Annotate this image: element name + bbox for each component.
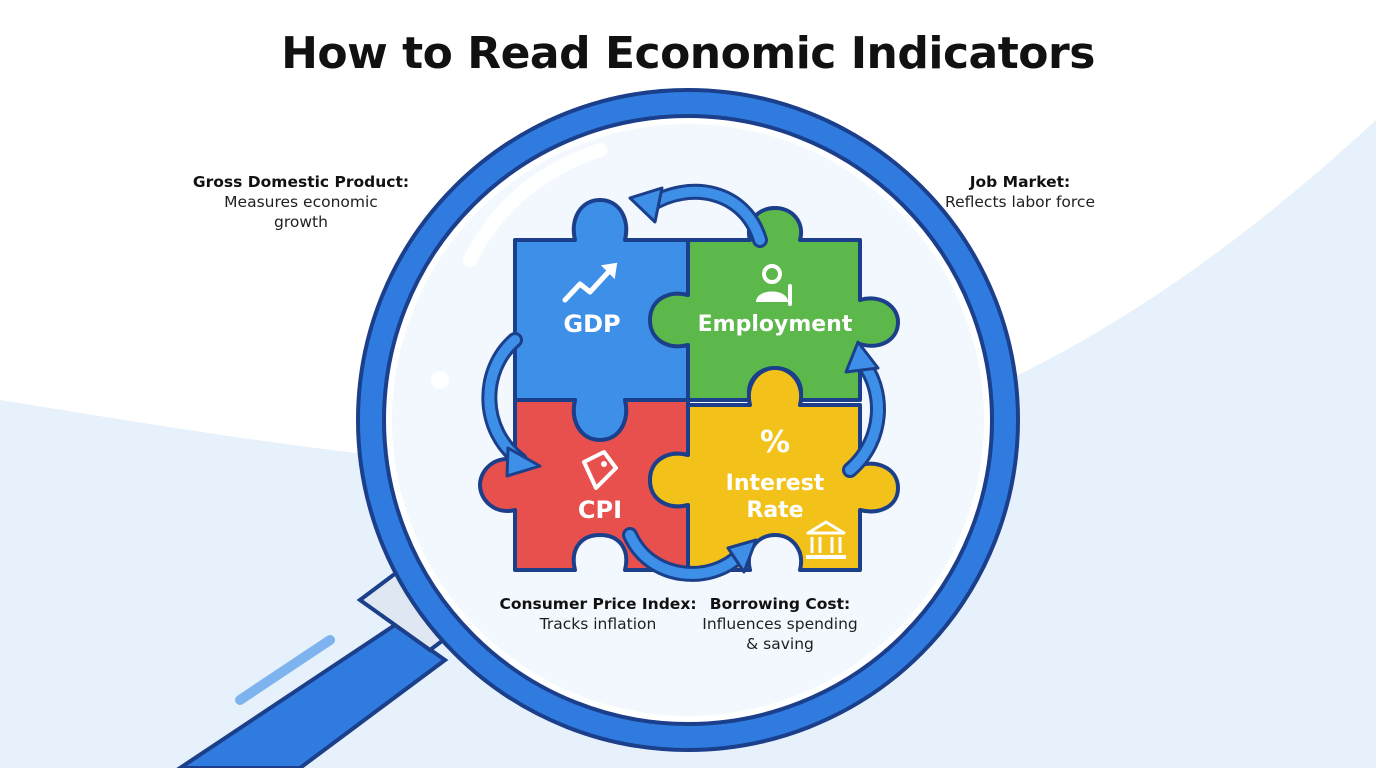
page-title: How to Read Economic Indicators bbox=[281, 28, 1095, 79]
caption-cpi-line1: Tracks inflation bbox=[539, 615, 657, 633]
arrowhead-interest-to-employment bbox=[844, 340, 880, 374]
caption-job-heading: Job Market: bbox=[969, 173, 1071, 191]
cycle-arrows bbox=[481, 183, 886, 582]
arrowhead-cpi-to-interest bbox=[726, 538, 758, 574]
caption-gdp: Gross Domestic Product: Measures economi… bbox=[186, 172, 416, 232]
caption-borrow-heading: Borrowing Cost: bbox=[709, 595, 851, 613]
piece-label-employment: Employment bbox=[698, 312, 853, 337]
arrowhead-employment-to-gdp bbox=[628, 186, 664, 224]
caption-cpi: Consumer Price Index: Tracks inflation bbox=[498, 594, 698, 634]
trend-up-icon bbox=[562, 265, 615, 303]
caption-borrow-line2: & saving bbox=[746, 635, 814, 653]
caption-borrowing-cost: Borrowing Cost: Influences spending & sa… bbox=[690, 594, 870, 654]
caption-borrow-line1: Influences spending bbox=[702, 615, 858, 633]
bank-icon bbox=[806, 520, 846, 559]
trend-up-arrowhead bbox=[600, 262, 618, 280]
caption-job-line1: Reflects labor force bbox=[945, 193, 1095, 211]
percent-icon: % bbox=[760, 425, 790, 460]
caption-gdp-line1: Measures economic bbox=[224, 193, 378, 211]
caption-job-market: Job Market: Reflects labor force bbox=[920, 172, 1120, 212]
arrowhead-gdp-to-cpi bbox=[505, 446, 542, 478]
price-tag-icon bbox=[582, 450, 618, 490]
piece-label-interest-line2: Rate bbox=[746, 498, 803, 523]
piece-label-gdp: GDP bbox=[563, 310, 620, 338]
puzzle-piece-employment: Employment bbox=[648, 206, 900, 402]
piece-label-cpi: CPI bbox=[578, 496, 622, 524]
caption-cpi-heading: Consumer Price Index: bbox=[499, 595, 697, 613]
puzzle-piece-interest-rate: % Interest Rate bbox=[648, 366, 900, 572]
worker-icon bbox=[756, 264, 792, 306]
caption-gdp-line2: growth bbox=[274, 213, 328, 231]
piece-label-interest-line1: Interest bbox=[726, 471, 825, 496]
caption-gdp-heading: Gross Domestic Product: bbox=[192, 173, 410, 191]
